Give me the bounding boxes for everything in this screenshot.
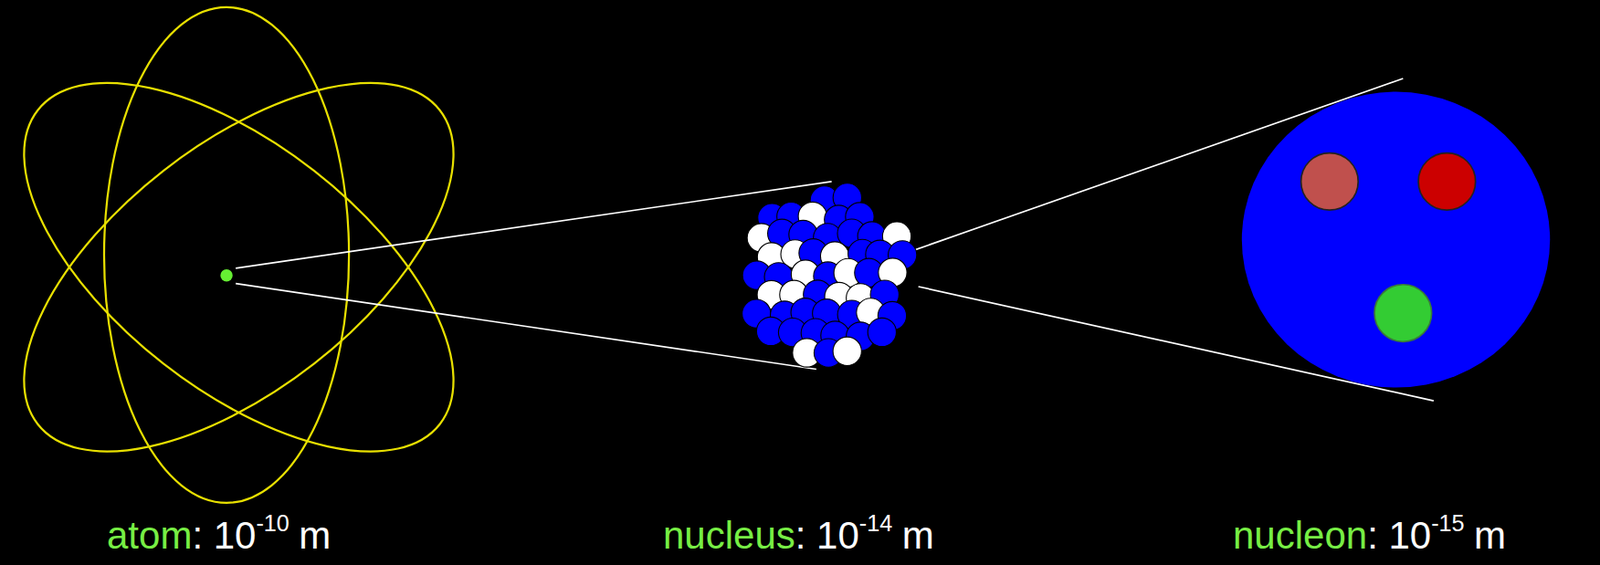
nucleus-cluster [742,183,917,368]
scale-caption: nucleus: 10-14 m [663,511,935,558]
nucleon-ball [867,317,896,347]
scale-value: : 10 [795,514,860,558]
nucleon [1242,92,1550,389]
scale-unit: m [1473,514,1506,558]
scale-exponent: -14 [859,510,893,537]
scale-name: nucleus [663,514,796,558]
zoom-line [235,284,817,370]
quark [1418,153,1476,211]
orbit [104,7,349,504]
nucleon-ball [832,336,862,366]
scale-value: : 10 [191,514,256,558]
scale-name: atom [106,514,192,558]
orbit [0,13,516,521]
scale-caption: nucleon: 10-15 m [1232,511,1506,558]
orbit [0,13,516,521]
scale-unit: m [298,514,331,558]
scale-value: : 10 [1367,514,1432,558]
scale-name: nucleon [1232,514,1368,558]
scale-exponent: -10 [255,510,289,537]
zoom-line [235,181,832,269]
nucleon-body [1242,92,1550,389]
quark [1374,284,1432,343]
quark [1301,153,1359,211]
atom-orbits [0,7,516,522]
scale-exponent: -15 [1431,510,1464,537]
nucleus-dot [220,269,232,282]
scale-caption: atom: 10-10 m [106,511,331,558]
scale-unit: m [902,514,935,558]
